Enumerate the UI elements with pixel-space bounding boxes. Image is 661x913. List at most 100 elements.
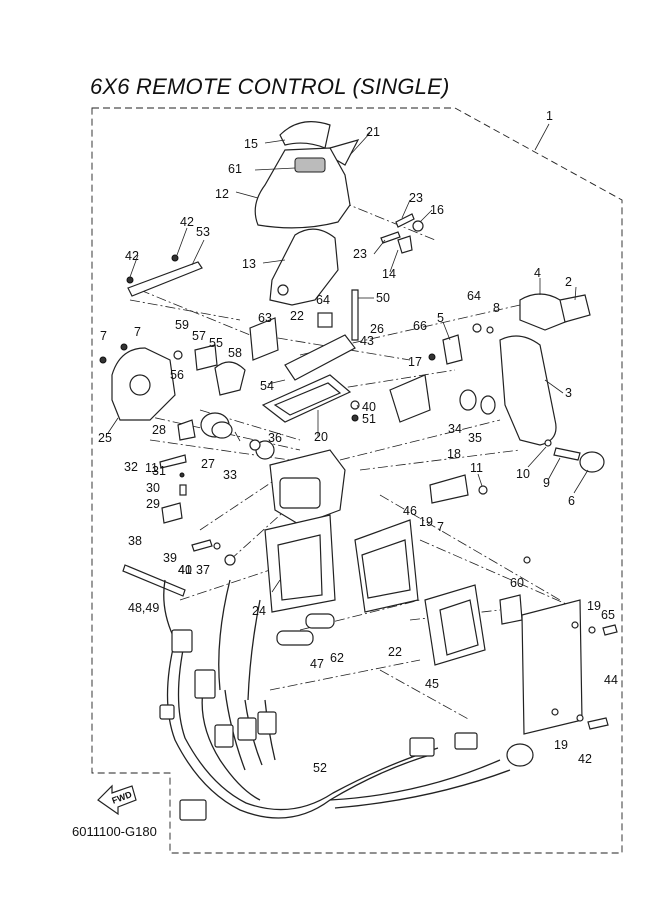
callout: 11 <box>470 461 483 475</box>
callout: 31 <box>152 464 166 478</box>
lever-4 <box>519 293 571 331</box>
callout: 6 <box>568 494 575 508</box>
callout: 64 <box>316 293 330 307</box>
callout: 40 <box>362 400 376 414</box>
callout: 51 <box>362 412 376 426</box>
bolt-48-49 <box>351 289 359 341</box>
callout: 61 <box>228 162 242 176</box>
arm-3 <box>499 335 557 446</box>
small-parts-set <box>159 454 236 566</box>
callout: 35 <box>468 431 482 445</box>
callout: 9 <box>543 476 550 490</box>
leader-lines <box>107 123 589 593</box>
callout: 45 <box>425 677 439 691</box>
callout: 34 <box>448 422 462 436</box>
callout: 44 <box>604 673 618 687</box>
callout: 64 <box>467 289 481 303</box>
callout: 42 <box>180 215 194 229</box>
callout: 39 <box>163 551 177 565</box>
callout: 40 <box>178 563 192 577</box>
switch-2 <box>559 294 591 323</box>
callout: 17 <box>408 355 422 369</box>
callout: 23 <box>409 191 423 205</box>
part-callouts: 1 2 3 4 5 6 7 7 7 8 9 10 11 11 12 13 14 … <box>98 109 618 775</box>
bracket-17 <box>389 374 431 423</box>
callout: 52 <box>313 761 327 775</box>
callout: 42 <box>125 249 139 263</box>
callout: 8 <box>493 301 500 315</box>
washer-34 <box>459 389 477 411</box>
callout: 42 <box>578 752 592 766</box>
callout: 1 <box>546 109 553 123</box>
bracket-18 <box>429 474 469 504</box>
callout: 4 <box>534 266 541 280</box>
callout: 60 <box>510 576 524 590</box>
callout: 16 <box>430 203 444 217</box>
bearing-28 <box>177 419 196 441</box>
callout: 47 <box>310 657 324 671</box>
callout: 29 <box>146 497 160 511</box>
page-title: 6X6 REMOTE CONTROL (SINGLE) <box>90 74 450 99</box>
callout: 62 <box>330 651 344 665</box>
callout: 14 <box>382 267 396 281</box>
lever-insert-60 <box>294 157 326 173</box>
callout: 5 <box>437 311 444 325</box>
callout: 22 <box>388 645 402 659</box>
callout: 12 <box>215 187 229 201</box>
callout: 24 <box>252 604 266 618</box>
callout: 65 <box>601 608 615 622</box>
callout: 58 <box>228 346 242 360</box>
lever-cover-15 <box>279 121 331 149</box>
callout: 66 <box>413 319 427 333</box>
callout: 11 <box>145 461 158 475</box>
callout: 53 <box>196 225 210 239</box>
figure-code: 6011100-G180 <box>72 824 157 839</box>
callout: 3 <box>565 386 572 400</box>
callout: 25 <box>98 431 112 445</box>
callout: 41 <box>178 563 192 577</box>
bracket-62 <box>249 317 279 361</box>
screw-9 <box>553 447 581 461</box>
callout: 63 <box>258 311 272 325</box>
knob-6 <box>579 451 605 473</box>
washer-35 <box>480 395 496 415</box>
connector-59 <box>499 594 523 625</box>
callout: 7 <box>100 329 107 343</box>
callout: 23 <box>353 247 367 261</box>
callout: 46 <box>403 504 417 518</box>
callout: 38 <box>128 534 142 548</box>
callout: 21 <box>366 125 380 139</box>
callout: 19 <box>587 599 601 613</box>
lever-head-60-12 <box>254 147 351 229</box>
base-plate-26 <box>284 334 356 381</box>
callout: 18 <box>447 447 461 461</box>
grommet-46 <box>276 630 314 646</box>
callout: 54 <box>260 379 274 393</box>
harness-connectors <box>159 629 534 821</box>
callout: 55 <box>209 336 223 350</box>
callout: 37 <box>196 563 210 577</box>
grommet-61 <box>305 613 335 629</box>
bracket-57 <box>214 361 246 396</box>
plate-52 <box>127 261 203 297</box>
callout: 33 <box>223 468 237 482</box>
callout: 19 <box>419 515 433 529</box>
callout: 7 <box>134 325 141 339</box>
screw-set-23-14-16 <box>380 213 424 254</box>
assembly-boundary <box>91 107 623 854</box>
callout: 13 <box>242 257 256 271</box>
callout: 36 <box>268 431 282 445</box>
callout: 56 <box>170 368 184 382</box>
callout: 7 <box>437 520 444 534</box>
callout: 59 <box>175 318 189 332</box>
callout: 57 <box>192 329 206 343</box>
callout: 19 <box>554 738 568 752</box>
callout: 2 <box>565 275 572 289</box>
callout: 50 <box>376 291 390 305</box>
bracket-5 <box>442 334 463 365</box>
callout: 20 <box>314 430 328 444</box>
lever-arm-13 <box>269 228 339 306</box>
callout: 26 <box>370 322 384 336</box>
callout: 30 <box>146 481 160 495</box>
